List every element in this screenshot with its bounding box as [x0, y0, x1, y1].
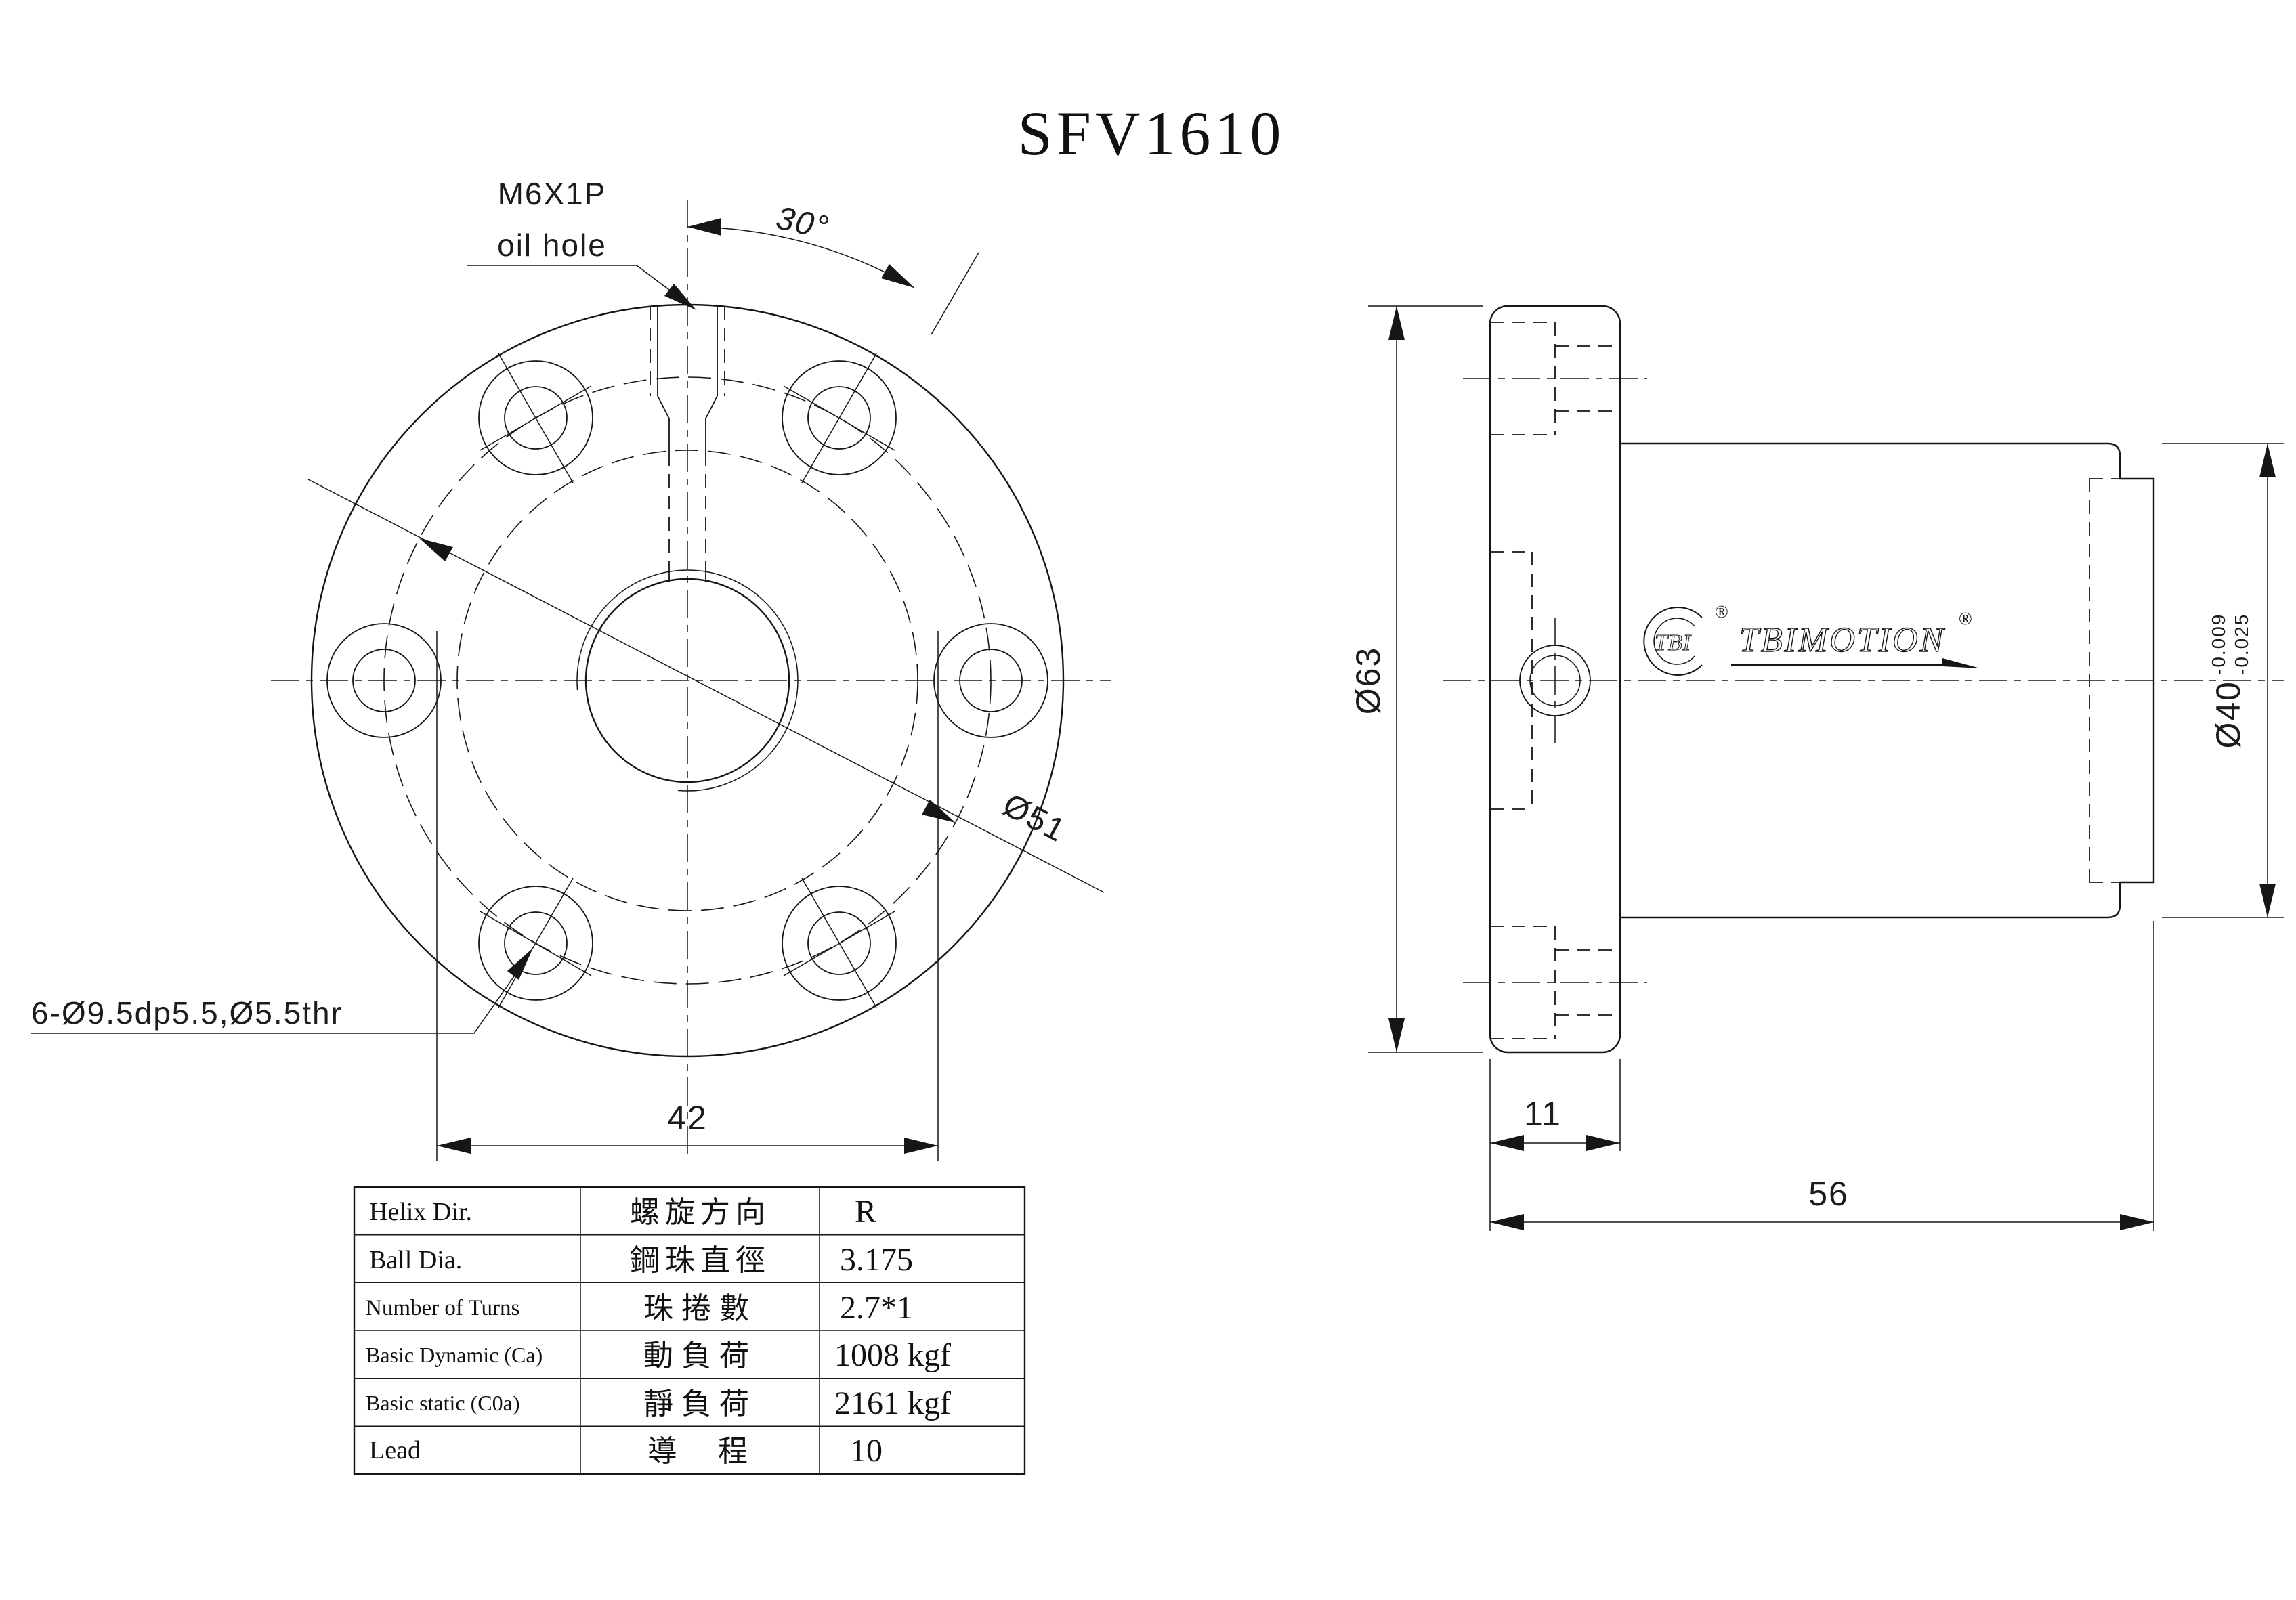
brand-underline-arrow — [1942, 658, 1980, 668]
oil-hole-leader — [467, 265, 692, 307]
bolt-hole-5oclock — [782, 878, 897, 1008]
spec-row-static-load: Basic static (C0a) 靜負荷 2161 kgf — [366, 1385, 951, 1421]
side-bolt-hole-top — [1463, 322, 1647, 435]
bolt-holes-leader-arrow — [507, 948, 533, 980]
spec-en-0: Helix Dir. — [369, 1198, 472, 1226]
oil-hole-slot — [650, 305, 725, 582]
spec-zh-0: 螺旋方向 — [630, 1195, 771, 1230]
spec-zh-1: 鋼珠直徑 — [630, 1243, 771, 1278]
internal-thread-arc — [576, 569, 799, 792]
tbi-badge-text: TBI — [1655, 630, 1692, 655]
angle-text: 30° — [773, 200, 832, 246]
oil-hole-leader-arrow — [664, 284, 696, 310]
flange-thk-dimension: 11 — [1489, 1059, 1621, 1151]
flange-recess-hidden — [1490, 551, 1533, 810]
brand-text: TBIMOTION — [1739, 621, 1946, 660]
total-len-dimension: 56 — [1489, 921, 2154, 1231]
side-bolt-hole-bottom — [1463, 926, 1647, 1039]
spec-en-1: Ball Dia. — [369, 1246, 462, 1274]
spec-zh-4: 靜負荷 — [643, 1387, 757, 1421]
spec-zh-5: 導 程 — [647, 1434, 753, 1469]
spec-en-4: Basic static (C0a) — [366, 1391, 519, 1415]
body-dia-dimension: Ø40 -0.009 -0.025 — [2162, 443, 2284, 918]
tbi-badge-reg: ® — [1715, 602, 1728, 622]
spec-row-lead: Lead 導 程 10 — [369, 1433, 883, 1469]
total-len-arrow-right — [2120, 1214, 2154, 1230]
spec-val-5: 10 — [850, 1433, 883, 1469]
bolt-hole-7oclock — [478, 878, 593, 1008]
width-arrow-right — [904, 1138, 938, 1154]
flange-dia-dimension: Ø63 — [1349, 305, 1483, 1053]
brand-reg: ® — [1959, 609, 1972, 628]
angle-arrow-left — [687, 218, 721, 236]
pcd-text: Ø51 — [997, 787, 1071, 849]
spec-row-turns: Number of Turns 珠捲數 2.7*1 — [366, 1290, 913, 1326]
body-dia-tol-lower: -0.025 — [2231, 613, 2252, 675]
pcd-arrow-downright — [922, 800, 956, 823]
total-len-text: 56 — [1808, 1175, 1849, 1213]
bolt-hole-9oclock — [326, 623, 442, 738]
spec-en-5: Lead — [369, 1436, 421, 1465]
spec-zh-2: 珠捲數 — [643, 1291, 757, 1326]
body-dia-text: Ø40 — [2209, 680, 2247, 749]
side-oil-hole — [1519, 618, 1591, 743]
bolt-holes-note: 6-Ø9.5dp5.5,Ø5.5thr — [31, 948, 533, 1034]
drawing-title: SFV1610 — [1018, 99, 1285, 168]
flange-dia-arrow-top — [1388, 306, 1405, 340]
spec-val-2: 2.7*1 — [840, 1290, 913, 1326]
body-dia-arrow-top — [2259, 444, 2276, 477]
flange-thk-text: 11 — [1524, 1095, 1562, 1133]
tbimotion-logo: TBI ® TBIMOTION ® — [1643, 602, 1980, 676]
body-dia-tol-upper: -0.009 — [2208, 613, 2229, 675]
flange-dia-arrow-bottom — [1388, 1018, 1405, 1052]
body-dia-arrow-bottom — [2259, 884, 2276, 917]
bolt-holes-note-text: 6-Ø9.5dp5.5,Ø5.5thr — [31, 995, 343, 1031]
spec-row-dynamic-load: Basic Dynamic (Ca) 動負荷 1008 kgf — [366, 1337, 951, 1373]
spec-zh-3: 動負荷 — [643, 1339, 757, 1373]
oil-hole-label-line2: oil hole — [497, 228, 607, 263]
total-len-arrow-left — [1490, 1214, 1524, 1230]
bolt-hole-3oclock — [933, 623, 1048, 738]
spec-val-4: 2161 kgf — [834, 1385, 951, 1421]
flange-dia-text: Ø63 — [1349, 647, 1387, 715]
spec-val-3: 1008 kgf — [834, 1337, 951, 1373]
bolt-hole-11oclock — [478, 353, 593, 483]
flange-thk-arrow-right — [1586, 1135, 1620, 1151]
spec-en-3: Basic Dynamic (Ca) — [366, 1343, 543, 1367]
width-text: 42 — [667, 1099, 708, 1137]
bolt-holes-leader — [31, 955, 529, 1034]
bolt-hole-1oclock — [782, 353, 897, 483]
width-dimension-42: 42 — [436, 631, 939, 1161]
flange-thk-arrow-left — [1490, 1135, 1524, 1151]
angle-tick — [931, 252, 979, 335]
spec-row-ball-dia: Ball Dia. 鋼珠直徑 3.175 — [369, 1242, 913, 1278]
spec-en-2: Number of Turns — [366, 1296, 519, 1320]
angle-dimension-30: 30° — [687, 200, 979, 335]
angle-arrow-right — [881, 264, 914, 288]
oil-hole-label: M6X1P oil hole — [467, 176, 696, 310]
front-view: M6X1P oil hole 30° Ø51 6-Ø9.5dp5.5,Ø5.5t… — [31, 176, 1111, 1161]
side-view: Ø63 Ø40 -0.009 -0.025 11 — [1349, 305, 2284, 1231]
flange-outline — [1489, 305, 1621, 1054]
pcd-arrow-upleft — [419, 538, 453, 561]
width-arrow-left — [437, 1138, 471, 1154]
spec-val-1: 3.175 — [840, 1242, 913, 1278]
spec-row-helix-dir: Helix Dir. 螺旋方向 R — [369, 1194, 876, 1230]
oil-hole-label-line1: M6X1P — [498, 176, 607, 211]
tbi-badge-icon: TBI — [1643, 607, 1703, 676]
spec-val-0: R — [855, 1194, 876, 1230]
spec-table: Helix Dir. 螺旋方向 R Ball Dia. 鋼珠直徑 3.175 N… — [353, 1186, 1026, 1475]
